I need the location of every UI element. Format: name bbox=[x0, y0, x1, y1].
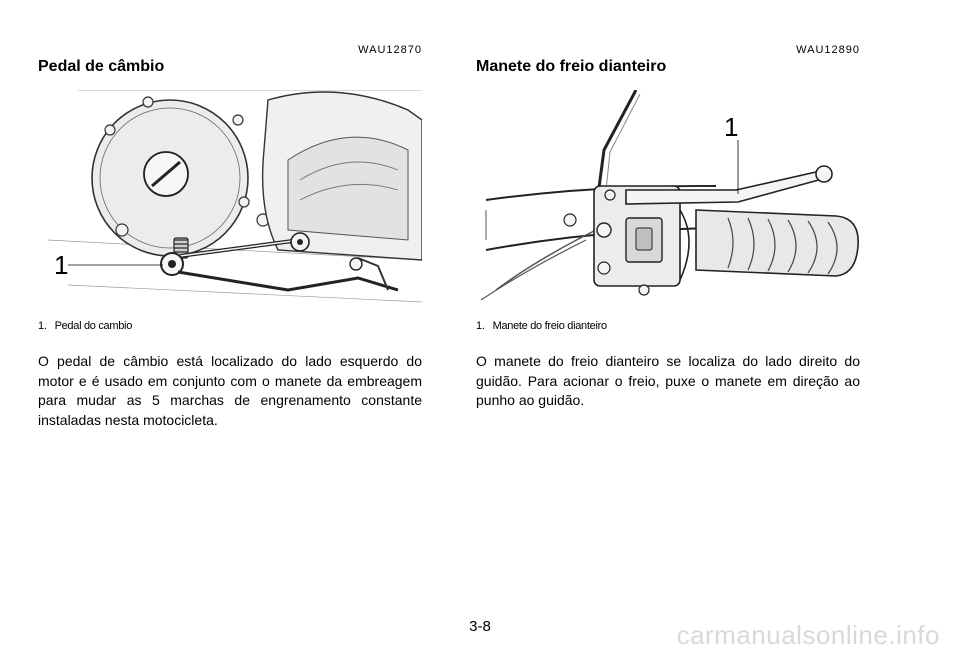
section-code: WAU12890 bbox=[796, 44, 860, 56]
section-title: Pedal de câmbio bbox=[38, 58, 165, 75]
figure-caption: 1. Manete do freio dianteiro bbox=[476, 320, 607, 332]
page-number: 3-8 bbox=[469, 618, 491, 635]
section-code: WAU12870 bbox=[358, 44, 422, 56]
caption-number: 1. bbox=[38, 320, 47, 332]
figure-callout-number: 1 bbox=[724, 112, 739, 142]
figure-caption: 1. Pedal do cambio bbox=[38, 320, 132, 332]
site-watermark: carmanualsonline.info bbox=[676, 620, 940, 650]
figure-callout-number: 1 bbox=[54, 250, 69, 280]
brake-lever-drawing bbox=[480, 90, 859, 301]
brake-lever-illustration: 1 bbox=[476, 90, 860, 312]
caption-text: Pedal do cambio bbox=[54, 320, 133, 332]
gear-pedal-drawing bbox=[47, 90, 422, 303]
caption-number: 1. bbox=[476, 320, 485, 332]
gear-pedal-illustration: 1 bbox=[38, 90, 422, 312]
body-paragraph: O manete do freio dianteiro se localiza … bbox=[476, 353, 860, 408]
body-paragraph: O pedal de câmbio está localizado do lad… bbox=[38, 353, 422, 428]
caption-text: Manete do freio dianteiro bbox=[492, 320, 608, 332]
section-title: Manete do freio dianteiro bbox=[476, 58, 667, 75]
